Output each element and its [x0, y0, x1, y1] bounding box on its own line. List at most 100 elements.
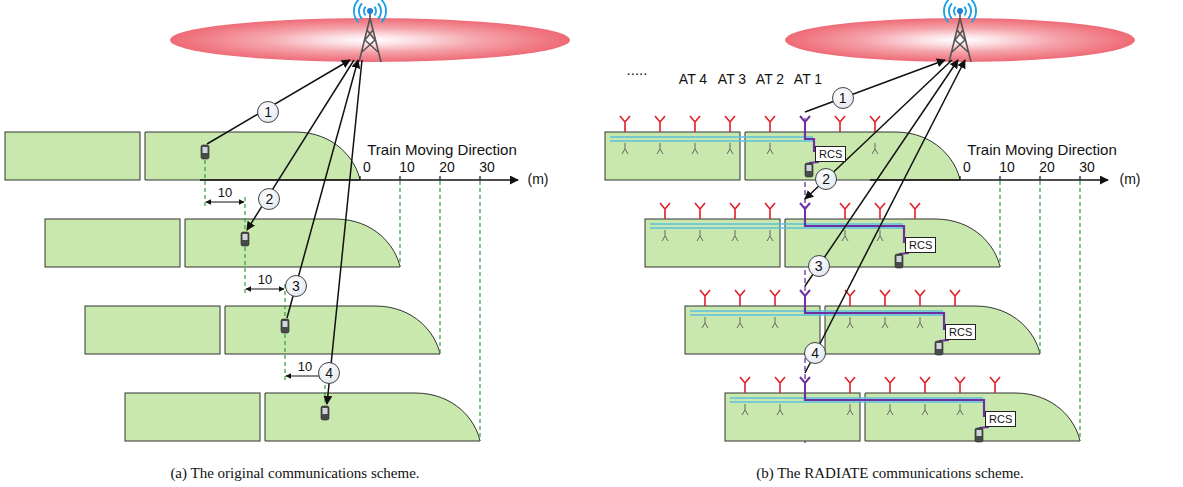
- radio-wave: [967, 3, 972, 20]
- base-station: [785, 0, 1135, 62]
- axis-tick: [439, 176, 440, 180]
- inner-antenna: [842, 230, 848, 241]
- uplink-arrow: [805, 60, 958, 286]
- roof-antenna: [835, 116, 845, 132]
- inner-antenna: [622, 143, 628, 154]
- phone-body: [895, 254, 903, 268]
- inner-antenna: [922, 404, 928, 415]
- roof-antenna: [770, 290, 780, 306]
- phone-screen: [323, 408, 328, 414]
- phone-screen: [937, 343, 942, 349]
- callout-number: 4: [804, 342, 826, 364]
- train-car: [605, 132, 740, 180]
- antenna-bus: [690, 314, 943, 315]
- position-line: [399, 181, 400, 267]
- node-text: 3: [815, 259, 823, 273]
- callout-number: 1: [257, 101, 279, 123]
- inner-antenna: [692, 143, 698, 154]
- roof-antenna: [765, 203, 775, 219]
- antenna-bus: [610, 136, 813, 137]
- node-text: 3: [292, 279, 300, 293]
- phone-screen: [977, 430, 982, 436]
- extension-line: [284, 334, 285, 381]
- radio-wave: [363, 6, 366, 16]
- phone-screen: [807, 165, 812, 171]
- feed-cable: [805, 306, 949, 341]
- roof-antenna: [730, 203, 740, 219]
- phone-screen: [203, 147, 208, 153]
- callout-number: 2: [258, 188, 280, 210]
- phone-screen: [283, 321, 288, 327]
- phone-body: [805, 163, 813, 177]
- node-text: 1: [839, 91, 847, 105]
- axis-tick: [1079, 176, 1080, 180]
- extension-line: [244, 197, 245, 231]
- axis-title: Train Moving Direction: [367, 142, 517, 159]
- radio-wave: [953, 6, 956, 16]
- tick-label: 0: [963, 160, 971, 175]
- tower-legs: [359, 12, 381, 62]
- roof-antenna: [725, 116, 735, 132]
- antenna-label: AT 3: [718, 72, 746, 87]
- roof-antenna: [775, 377, 785, 393]
- roof-antenna: [910, 203, 920, 219]
- tick-label: 10: [999, 160, 1015, 175]
- inner-antenna: [732, 230, 738, 241]
- feed-cable: [805, 393, 989, 428]
- rcs-box: RCS: [815, 146, 846, 162]
- axis-unit: (m): [528, 172, 549, 187]
- roof-antenna: [765, 116, 775, 132]
- coverage-area: [170, 18, 570, 62]
- roof-antenna: [875, 203, 885, 219]
- radio-wave: [943, 0, 949, 23]
- axis-tick: [399, 176, 400, 180]
- train-car: [125, 393, 260, 441]
- node-text: RCS: [989, 413, 1012, 425]
- antenna-bus: [650, 223, 903, 224]
- phone-body: [241, 232, 249, 246]
- radio-wave: [964, 6, 967, 16]
- node-text: 2: [265, 192, 273, 206]
- panel-a: [5, 60, 518, 441]
- phone-screen: [897, 256, 902, 262]
- phone-body: [321, 406, 329, 420]
- train-car: [645, 219, 780, 267]
- axis-tick: [999, 176, 1000, 180]
- active-antenna: [800, 203, 810, 219]
- active-antenna: [800, 290, 810, 306]
- roof-antenna: [740, 377, 750, 393]
- phone-screen: [243, 234, 248, 240]
- roof-antenna: [915, 290, 925, 306]
- node-text: 1: [264, 105, 272, 119]
- dimension: 10: [218, 186, 232, 200]
- roof-antenna: [950, 290, 960, 306]
- callout-number: 4: [318, 362, 340, 384]
- inner-antenna: [767, 230, 773, 241]
- roof-antenna: [845, 377, 855, 393]
- feed-cable: [805, 219, 909, 254]
- downlink-arrow: [327, 60, 362, 404]
- antenna-bus: [610, 140, 813, 141]
- radio-wave: [377, 3, 382, 20]
- position-line: [999, 181, 1000, 267]
- train-head-car: [745, 132, 960, 180]
- dimension-arrow: [246, 289, 284, 290]
- inner-antenna: [702, 317, 708, 328]
- phone-body: [935, 341, 943, 355]
- roof-antenna: [955, 377, 965, 393]
- antenna-tip: [367, 8, 373, 14]
- active-antenna: [800, 116, 810, 132]
- train-car: [45, 219, 180, 267]
- downlink-arrow: [247, 60, 354, 230]
- active-antenna: [800, 377, 810, 393]
- tick-label: 10: [399, 160, 415, 175]
- phone-body: [281, 319, 289, 333]
- coverage-area: [785, 18, 1135, 62]
- uplink-arrow: [805, 60, 965, 373]
- inner-antenna: [917, 317, 923, 328]
- roof-antenna: [690, 116, 700, 132]
- train-car: [685, 306, 820, 354]
- train-head-car: [145, 132, 360, 180]
- antenna-label: AT 2: [756, 72, 784, 87]
